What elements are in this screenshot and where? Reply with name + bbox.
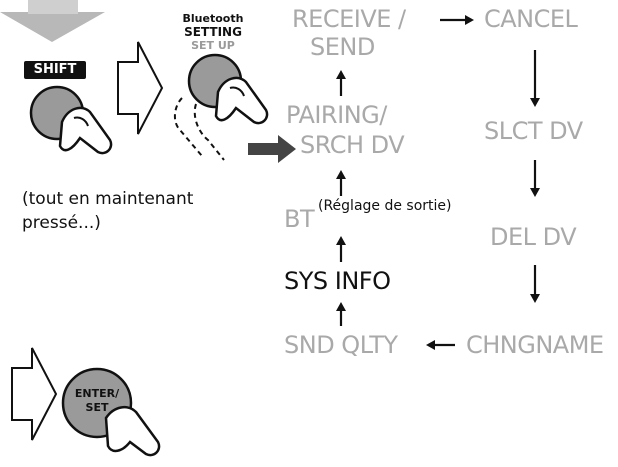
hold-note-line-2: pressé...) bbox=[22, 213, 101, 233]
menu-receive-send-line-1: RECEIVE / bbox=[292, 5, 406, 33]
menu-bt: BT bbox=[284, 205, 315, 233]
arrow-down-icon-2 bbox=[530, 160, 540, 197]
finger-icon bbox=[104, 405, 161, 457]
step-right-arrow-icon-2 bbox=[11, 347, 58, 441]
menu-receive-send-line-2: SEND bbox=[310, 33, 375, 61]
menu-entry-arrow-icon bbox=[248, 135, 296, 163]
shift-down-arrow-icon bbox=[0, 0, 105, 42]
arrow-right-icon bbox=[440, 15, 474, 25]
menu-bt-note: (Réglage de sortie) bbox=[318, 198, 452, 214]
menu-del-dv: DEL DV bbox=[490, 223, 577, 251]
menu-sys-info: SYS INFO bbox=[284, 267, 391, 295]
menu-snd-qlty: SND QLTY bbox=[284, 331, 398, 359]
shift-label: SHIFT bbox=[33, 62, 77, 77]
enter-button-label-2: SET bbox=[86, 401, 109, 414]
arrow-down-icon-3 bbox=[530, 265, 540, 303]
arrow-up-icon-3 bbox=[336, 170, 346, 196]
menu-chngname: CHNGNAME bbox=[466, 331, 604, 359]
arrow-up-icon-2 bbox=[336, 236, 346, 262]
bt-button-label-2: SETTING bbox=[184, 25, 242, 39]
shift-label-badge: SHIFT bbox=[24, 61, 86, 79]
arrow-up-icon bbox=[336, 302, 346, 326]
shift-button[interactable] bbox=[10, 80, 120, 180]
arrow-down-icon bbox=[530, 50, 540, 107]
menu-pairing-line-2: SRCH DV bbox=[300, 131, 405, 159]
bt-button-label-1: Bluetooth bbox=[182, 12, 244, 25]
menu-cancel: CANCEL bbox=[484, 5, 578, 33]
menu-pairing-line-1: PAIRING/ bbox=[286, 101, 387, 129]
hold-note-line-1: (tout en maintenant bbox=[22, 189, 194, 209]
step-right-arrow-icon bbox=[117, 41, 164, 135]
bluetooth-setting-button[interactable] bbox=[160, 48, 280, 178]
enter-button-label-1: ENTER/ bbox=[75, 387, 120, 400]
finger-icon bbox=[214, 76, 269, 125]
arrow-left-icon bbox=[426, 340, 455, 350]
bt-button-label-3: SET UP bbox=[191, 39, 235, 52]
enter-set-button[interactable]: ENTER/ SET bbox=[56, 362, 166, 467]
arrow-up-icon-4 bbox=[336, 70, 346, 96]
menu-slct-dv: SLCT DV bbox=[484, 117, 583, 145]
finger-icon bbox=[58, 106, 113, 155]
